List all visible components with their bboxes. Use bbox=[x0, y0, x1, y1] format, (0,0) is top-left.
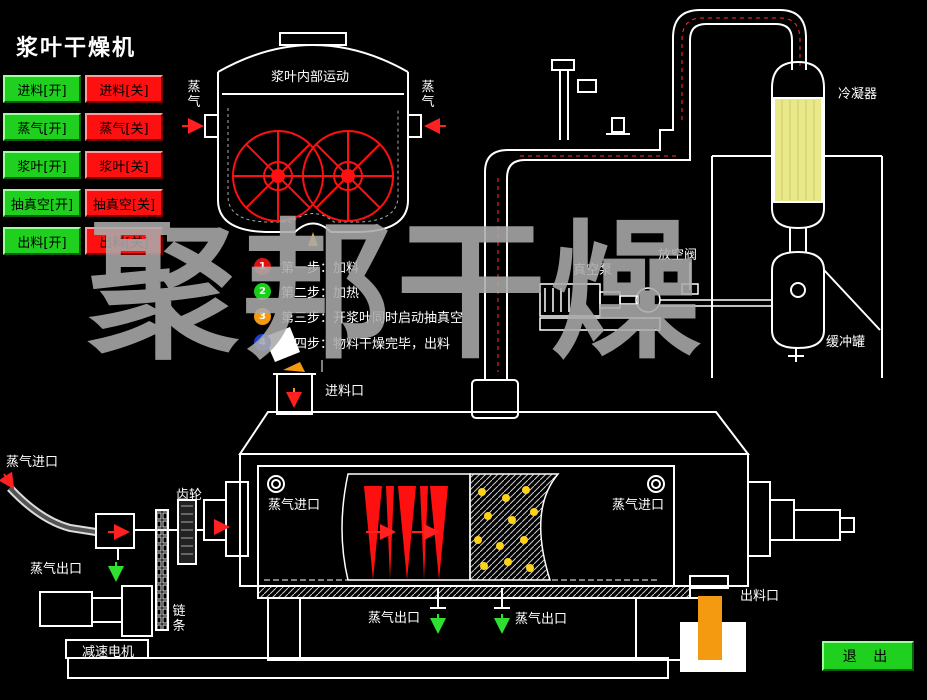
step-2-text: 第二步：加热 bbox=[281, 286, 360, 301]
watermark: 聚邦干燥 bbox=[88, 206, 705, 380]
gear-label: 齿轮 bbox=[176, 488, 203, 503]
top-vessel bbox=[204, 32, 422, 233]
step-4-text: 第四步：物料干燥完毕，出料 bbox=[281, 337, 451, 352]
vacuum-on-button[interactable]: 抽真空[开] bbox=[3, 189, 81, 217]
step-3-badge: 3 bbox=[254, 308, 271, 325]
left-drive bbox=[7, 485, 669, 679]
step-2-badge: 2 bbox=[254, 283, 271, 300]
step-1: 1 第一步：加料 bbox=[254, 257, 359, 276]
paddle-off-button[interactable]: 浆叶[关] bbox=[85, 151, 163, 179]
step-4-badge: 4 bbox=[254, 334, 271, 351]
right-end-motor bbox=[793, 509, 855, 541]
top-vessel-label: 浆叶内部运动 bbox=[271, 70, 350, 85]
vacuum-pump-label: 真空泵 bbox=[573, 263, 613, 278]
inner-steam-inlet-right-label: 蒸气进口 bbox=[612, 498, 665, 513]
paddle-on-button[interactable]: 浆叶[开] bbox=[3, 151, 81, 179]
page-title: 浆叶干燥机 bbox=[16, 36, 137, 61]
feed-on-button[interactable]: 进料[开] bbox=[3, 75, 81, 103]
feed-off-button[interactable]: 进料[关] bbox=[85, 75, 163, 103]
discharge-label: 出料口 bbox=[740, 589, 780, 604]
steam-label-right: 蒸气 bbox=[421, 80, 435, 110]
vent-valve-label: 放空阀 bbox=[658, 248, 698, 263]
step-2: 2 第二步：加热 bbox=[254, 282, 359, 301]
inner-steam-inlet-left-label: 蒸气进口 bbox=[268, 498, 321, 513]
vacuum-piping bbox=[471, 9, 807, 419]
buffer-tank-label: 缓冲罐 bbox=[826, 335, 866, 350]
exit-button[interactable]: 退 出 bbox=[822, 641, 914, 671]
steam-off-button[interactable]: 蒸气[关] bbox=[85, 113, 163, 141]
paddle-wheel-left bbox=[232, 130, 324, 222]
chain-label: 链条 bbox=[172, 604, 186, 634]
vacuum-off-button[interactable]: 抽真空[关] bbox=[85, 189, 163, 217]
step-4: 4 第四步：物料干燥完毕，出料 bbox=[254, 333, 450, 352]
inner-paddles bbox=[341, 473, 560, 581]
steam-outlet-mid1-label: 蒸气出口 bbox=[368, 611, 421, 626]
steam-outlet-label: 蒸气出口 bbox=[30, 562, 83, 577]
buffer-tank bbox=[771, 250, 881, 362]
discharge-on-button[interactable]: 出料[开] bbox=[3, 227, 81, 255]
step-3-text: 第三步：开浆叶同时启动抽真空 bbox=[281, 311, 464, 326]
vacuum-pump bbox=[539, 262, 772, 331]
discharge-off-button[interactable]: 出料[关] bbox=[85, 227, 163, 255]
feed-inlet bbox=[273, 373, 316, 415]
step-3: 3 第三步：开浆叶同时启动抽真空 bbox=[254, 307, 463, 326]
reducer-motor-label: 减速电机 bbox=[82, 645, 135, 660]
paddle-wheel-right bbox=[302, 130, 394, 222]
steam-on-button[interactable]: 蒸气[开] bbox=[3, 113, 81, 141]
discharge-chute bbox=[680, 596, 746, 672]
steam-inlet-label: 蒸气进口 bbox=[6, 455, 59, 470]
feed-inlet-label: 进料口 bbox=[325, 384, 365, 399]
steam-outlet-mid2-label: 蒸气出口 bbox=[515, 612, 568, 627]
steam-label-left: 蒸气 bbox=[187, 80, 201, 110]
condenser-label: 冷凝器 bbox=[838, 87, 878, 102]
step-1-text: 第一步：加料 bbox=[281, 261, 360, 276]
step-1-badge: 1 bbox=[254, 258, 271, 275]
dryer-body bbox=[203, 411, 795, 661]
